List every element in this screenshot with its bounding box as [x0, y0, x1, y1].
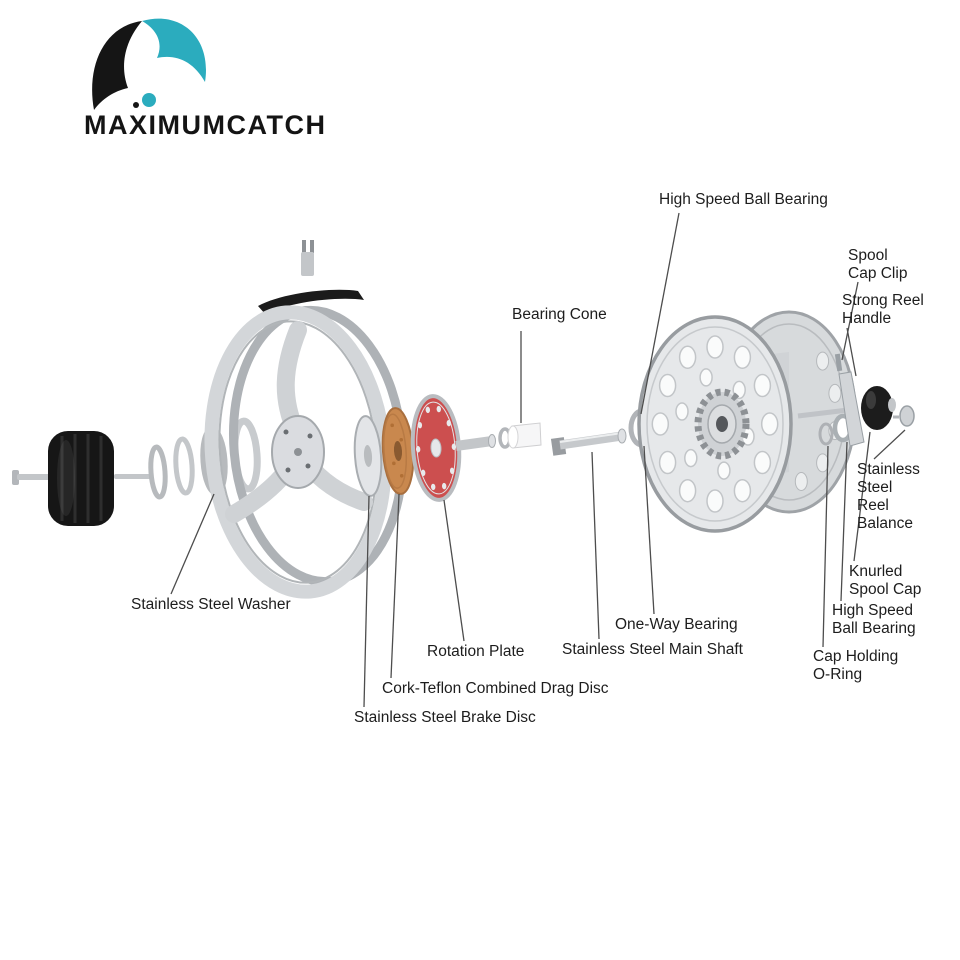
label-spool-cap-clip: Spool Cap Clip [848, 247, 908, 282]
part-o-ring [818, 422, 834, 446]
label-stainless-steel-reel-balance: Stainless Steel Reel Balance [857, 461, 920, 532]
label-knurled-spool-cap: Knurled Spool Cap [849, 563, 922, 598]
label-stainless-steel-brake-disc: Stainless Steel Brake Disc [354, 709, 536, 726]
label-cork-teflon-drag-disc: Cork-Teflon Combined Drag Disc [382, 680, 609, 697]
label-strong-reel-handle: Strong Reel Handle [842, 292, 924, 327]
label-stainless-steel-washer: Stainless Steel Washer [131, 596, 291, 613]
brand-name: MAXIMUMCATCH [84, 110, 327, 140]
part-brake-disc [353, 415, 383, 497]
label-rotation-plate: Rotation Plate [427, 643, 525, 660]
part-spool-cap-clip [834, 353, 843, 372]
part-spool [637, 310, 857, 533]
part-reel-balance [899, 405, 915, 427]
part-rotation-plate [410, 394, 462, 502]
label-stainless-steel-main-shaft: Stainless Steel Main Shaft [562, 641, 743, 658]
label-cap-holding-o-ring: Cap Holding O-Ring [813, 648, 899, 683]
label-high-speed-ball-bearing-bottom: High Speed Ball Bearing [832, 602, 916, 637]
logo-teal-dot [142, 93, 156, 107]
part-reel-frame [204, 240, 408, 599]
brand-logo-icon [92, 18, 206, 110]
logo-teal-wave [142, 18, 206, 82]
part-handle-arm [838, 371, 865, 447]
part-main-shaft [550, 428, 627, 456]
label-one-way-bearing: One-Way Bearing [615, 616, 738, 633]
logo-black-dot [133, 102, 139, 108]
leader-lines [170, 212, 906, 708]
label-high-speed-ball-bearing-top: High Speed Ball Bearing [659, 191, 828, 208]
part-handle-knob [861, 386, 893, 430]
label-bearing-cone: Bearing Cone [512, 306, 607, 323]
part-drag-knob [12, 431, 152, 526]
part-bearing-cone-assembly [455, 422, 542, 451]
logo-black-wave [92, 21, 142, 110]
part-handle-assembly [797, 353, 915, 447]
